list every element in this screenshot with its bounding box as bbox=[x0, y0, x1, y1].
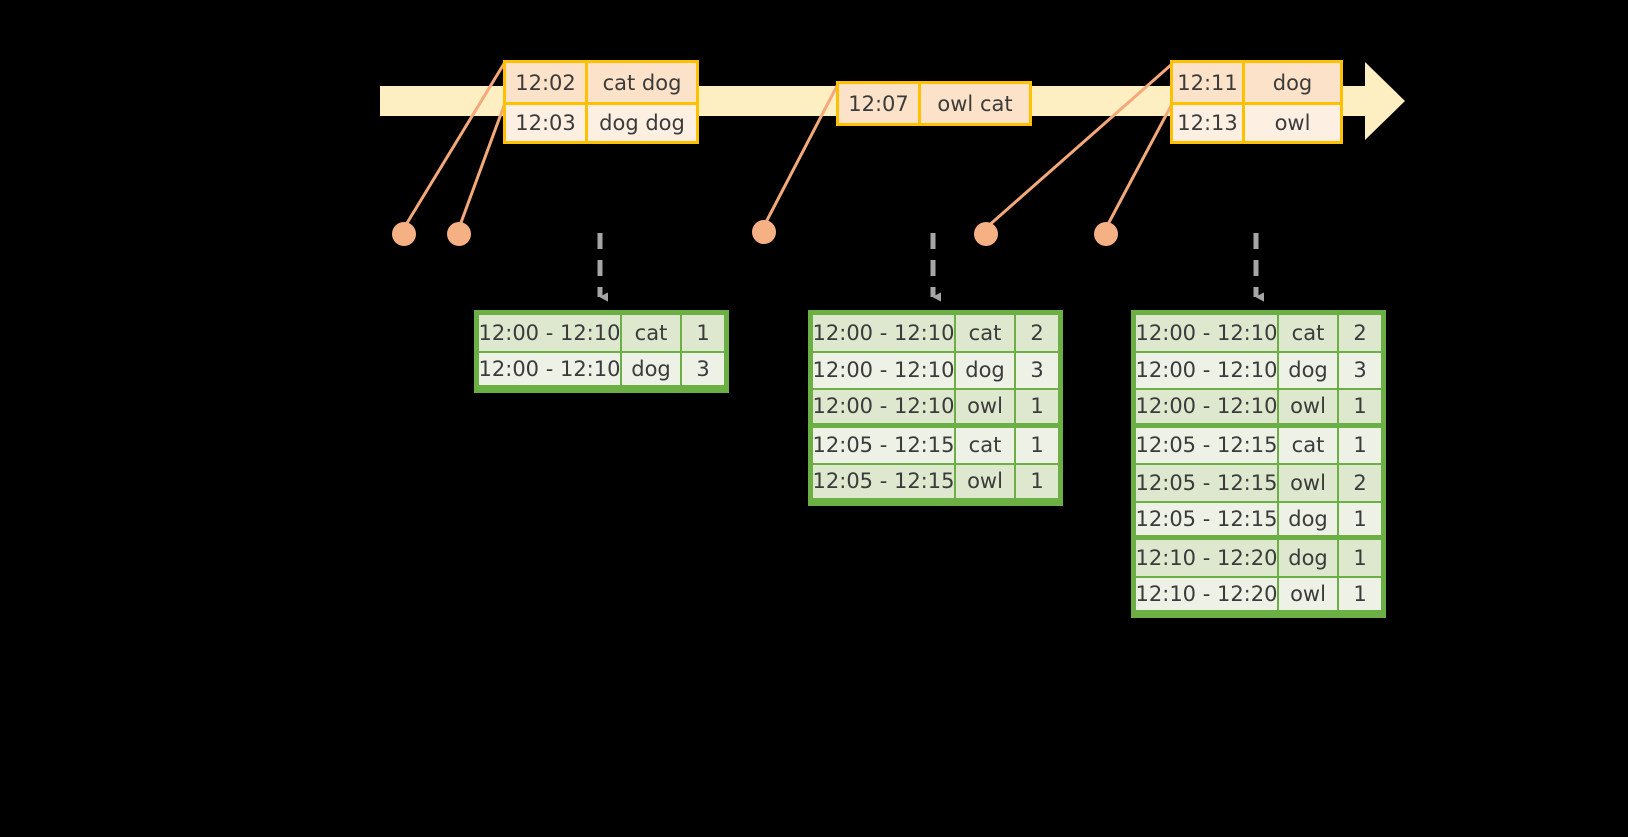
connector-1203 bbox=[457, 101, 507, 230]
event-time: 12:11 bbox=[1173, 63, 1245, 102]
count-cell: 1 bbox=[1338, 426, 1382, 464]
count-cell: 3 bbox=[1338, 351, 1382, 389]
dashed-arrows bbox=[597, 233, 1264, 302]
count-cell: 1 bbox=[1338, 539, 1382, 577]
event-dot-1202[interactable] bbox=[392, 222, 416, 246]
count-cell: 3 bbox=[1015, 351, 1059, 389]
count-cell: 2 bbox=[1015, 314, 1059, 352]
count-cell: 1 bbox=[1015, 389, 1059, 424]
connector-1207 bbox=[762, 82, 840, 228]
event-dot-1211[interactable] bbox=[974, 222, 998, 246]
event-dot-1207[interactable] bbox=[752, 220, 776, 244]
event-time: 12:13 bbox=[1173, 105, 1245, 141]
event-group-3[interactable]: 12:11 dog 12:13 owl bbox=[1170, 60, 1343, 144]
event-row[interactable]: 12:13 owl bbox=[1173, 102, 1340, 141]
word-cell: cat bbox=[1278, 426, 1338, 464]
word-cell: dog bbox=[1278, 501, 1338, 536]
word-cell: owl bbox=[1278, 576, 1338, 611]
word-cell: cat bbox=[621, 314, 681, 352]
word-cell: owl bbox=[955, 389, 1015, 424]
count-cell: 3 bbox=[681, 351, 725, 386]
count-cell: 1 bbox=[681, 314, 725, 352]
event-words: dog bbox=[1272, 70, 1313, 95]
event-time: 12:07 bbox=[839, 84, 921, 123]
event-words: owl bbox=[1274, 111, 1311, 135]
connector-1202 bbox=[402, 60, 507, 230]
event-dot-1213[interactable] bbox=[1094, 222, 1118, 246]
window-cell: 12:05 - 12:15 bbox=[812, 426, 955, 464]
count-cell: 1 bbox=[1015, 464, 1059, 499]
word-cell: dog bbox=[621, 351, 681, 386]
count-cell: 2 bbox=[1338, 464, 1382, 502]
window-cell: 12:05 - 12:15 bbox=[1135, 464, 1278, 502]
event-row[interactable]: 12:02 cat dog bbox=[506, 63, 696, 102]
event-row[interactable]: 12:03 dog dog bbox=[506, 102, 696, 141]
window-cell: 12:00 - 12:10 bbox=[1135, 314, 1278, 352]
word-cell: owl bbox=[1278, 389, 1338, 424]
window-cell: 12:00 - 12:10 bbox=[812, 389, 955, 424]
window-cell: 12:00 - 12:10 bbox=[812, 351, 955, 389]
event-dot-1203[interactable] bbox=[447, 222, 471, 246]
window-cell: 12:00 - 12:10 bbox=[1135, 351, 1278, 389]
window-cell: 12:05 - 12:15 bbox=[1135, 426, 1278, 464]
count-cell: 1 bbox=[1338, 389, 1382, 424]
event-words: cat dog bbox=[602, 70, 682, 95]
event-words: owl cat bbox=[937, 91, 1013, 116]
word-cell: owl bbox=[1278, 464, 1338, 502]
window-cell: 12:05 - 12:15 bbox=[1135, 501, 1278, 536]
window-cell: 12:00 - 12:10 bbox=[1135, 389, 1278, 424]
word-cell: cat bbox=[1278, 314, 1338, 352]
word-cell: cat bbox=[955, 426, 1015, 464]
word-cell: cat bbox=[955, 314, 1015, 352]
word-cell: dog bbox=[955, 351, 1015, 389]
word-cell: dog bbox=[1278, 539, 1338, 577]
window-cell: 12:10 - 12:20 bbox=[1135, 539, 1278, 577]
count-cell: 2 bbox=[1338, 314, 1382, 352]
event-time: 12:02 bbox=[506, 63, 588, 102]
count-cell: 1 bbox=[1338, 576, 1382, 611]
event-row[interactable]: 12:07 owl cat bbox=[839, 84, 1029, 123]
window-cell: 12:05 - 12:15 bbox=[812, 464, 955, 499]
word-cell: owl bbox=[955, 464, 1015, 499]
window-cell: 12:00 - 12:10 bbox=[812, 314, 955, 352]
count-cell: 1 bbox=[1338, 501, 1382, 536]
count-cell: 1 bbox=[1015, 426, 1059, 464]
event-group-1[interactable]: 12:02 cat dog 12:03 dog dog bbox=[503, 60, 699, 144]
event-words: dog dog bbox=[599, 111, 685, 135]
window-cell: 12:10 - 12:20 bbox=[1135, 576, 1278, 611]
window-cell: 12:00 - 12:10 bbox=[478, 351, 621, 386]
word-cell: dog bbox=[1278, 351, 1338, 389]
event-row[interactable]: 12:11 dog bbox=[1173, 63, 1340, 102]
connector-1213 bbox=[1104, 102, 1174, 230]
window-cell: 12:00 - 12:10 bbox=[478, 314, 621, 352]
event-time: 12:03 bbox=[506, 105, 588, 141]
event-group-2[interactable]: 12:07 owl cat bbox=[836, 81, 1032, 126]
